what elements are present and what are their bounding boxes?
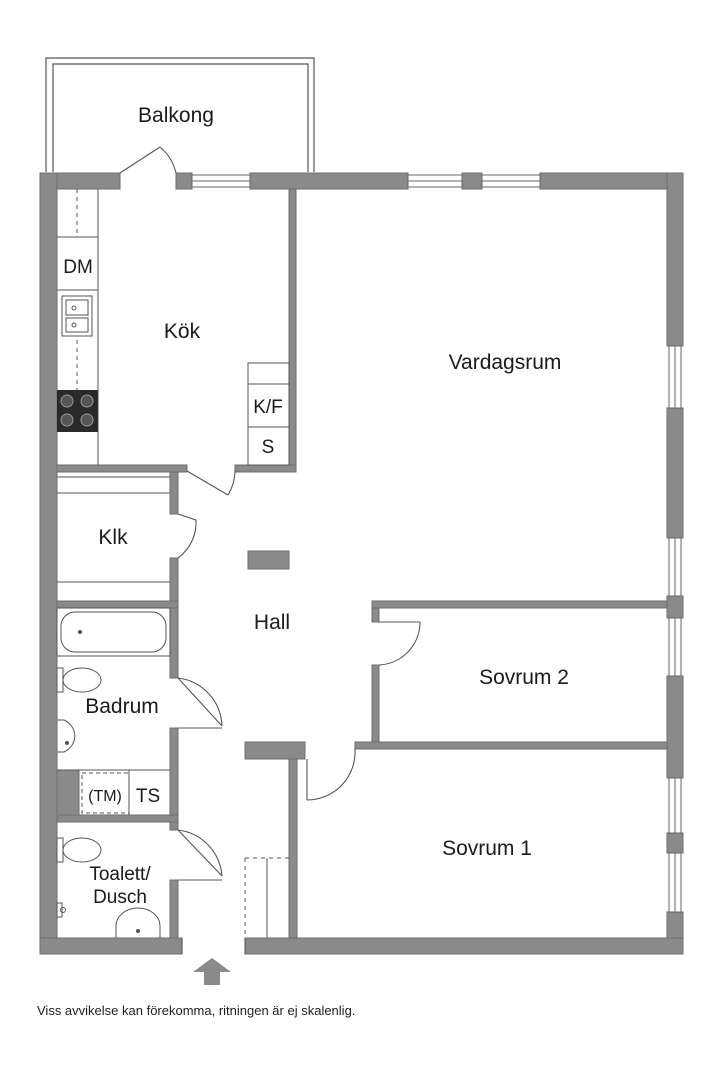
closet-shelves bbox=[57, 476, 170, 583]
bathtub-icon bbox=[56, 607, 171, 657]
interior-walls bbox=[56, 188, 668, 939]
room-label-dusch: Dusch bbox=[93, 887, 147, 908]
label-dm: DM bbox=[63, 257, 93, 278]
label-kf: K/F bbox=[253, 397, 283, 418]
stove-icon bbox=[57, 390, 98, 432]
toilet-icon bbox=[56, 667, 102, 693]
shower-icon bbox=[56, 902, 66, 918]
balcony bbox=[45, 57, 315, 172]
room-label-badrum: Badrum bbox=[85, 695, 159, 718]
corridor-wardrobe bbox=[244, 857, 289, 938]
outer-walls bbox=[39, 172, 684, 955]
toilet2-icon bbox=[56, 837, 102, 863]
room-label-hall: Hall bbox=[254, 611, 290, 634]
room-label-sovrum2: Sovrum 2 bbox=[479, 666, 569, 689]
washbasin2-icon bbox=[115, 907, 161, 938]
windows bbox=[191, 174, 682, 913]
washbasin-icon bbox=[57, 719, 76, 753]
room-label-balkong: Balkong bbox=[138, 104, 214, 127]
doors bbox=[119, 146, 421, 954]
room-label-vardagsrum: Vardagsrum bbox=[449, 351, 562, 374]
sink-icon bbox=[61, 295, 93, 337]
room-label-klk: Klk bbox=[98, 526, 128, 549]
label-s: S bbox=[262, 437, 275, 458]
hall-wall-block bbox=[247, 550, 290, 570]
room-label-kok: Kök bbox=[164, 320, 201, 343]
room-label-toalett: Toalett/ bbox=[89, 864, 151, 885]
fridge-unit bbox=[247, 362, 290, 466]
label-tm: (TM) bbox=[88, 788, 122, 805]
room-label-sovrum1: Sovrum 1 bbox=[442, 837, 532, 860]
disclaimer-text: Viss avvikelse kan förekomma, ritningen … bbox=[37, 1003, 356, 1018]
entrance-arrow-icon bbox=[193, 958, 231, 985]
label-ts: TS bbox=[136, 786, 160, 807]
